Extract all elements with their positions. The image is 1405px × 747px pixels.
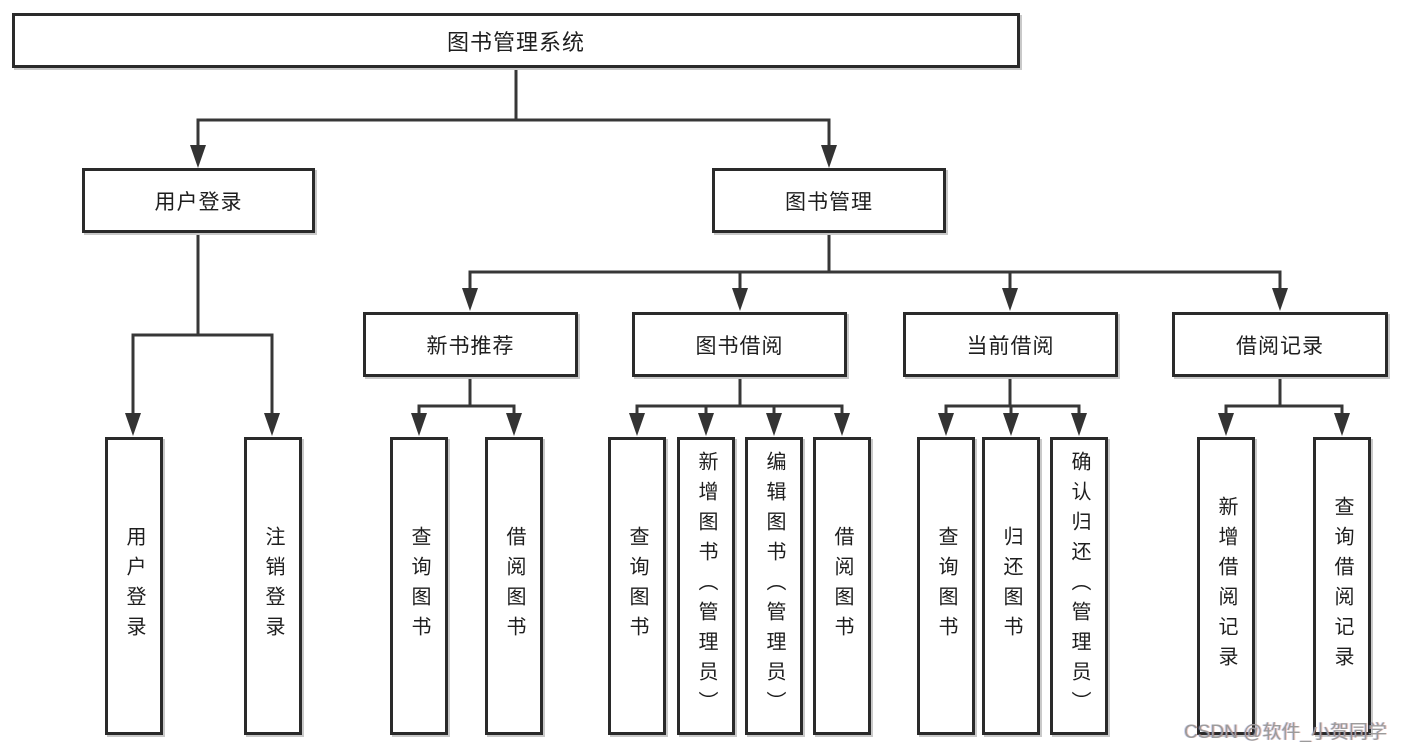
node-label: 归还图书: [1000, 526, 1022, 646]
arrow-down-icon: [698, 413, 714, 436]
arrow-down-icon: [506, 413, 522, 436]
node-label: 借阅图书: [831, 526, 853, 646]
node-library-management-system: 图书管理系统: [12, 13, 1020, 68]
node-label: 注销登录: [262, 526, 284, 646]
arrow-down-icon: [264, 413, 280, 436]
connector-userlogin-to-leaves: [131, 233, 274, 414]
arrow-down-icon: [462, 288, 478, 311]
node-label: 图书管理系统: [446, 29, 585, 55]
csdn-watermark: CSDN @软件_小贺同学: [1184, 722, 1387, 743]
arrow-down-icon: [732, 288, 748, 311]
leaf-user-login: 用户登录: [105, 437, 163, 735]
node-label: 用户登录: [154, 190, 243, 214]
node-label: 图书借阅: [695, 334, 784, 358]
arrow-down-icon: [1272, 288, 1288, 311]
arrow-down-icon: [834, 413, 850, 436]
connector-borrowing-to-leaves: [635, 377, 844, 414]
arrow-down-icon: [125, 413, 141, 436]
leaf-borrow-books-recommend: 借阅图书: [485, 437, 543, 735]
node-label: 新增图书（管理员）: [695, 451, 717, 721]
arrow-down-icon: [1218, 413, 1234, 436]
node-new-book-recommendation: 新书推荐: [363, 312, 578, 377]
node-label: 借阅图书: [503, 526, 525, 646]
leaf-query-books-borrowing: 查询图书: [608, 437, 666, 735]
arrow-down-icon: [629, 413, 645, 436]
node-user-login: 用户登录: [82, 168, 315, 233]
leaf-add-borrow-record: 新增借阅记录: [1197, 437, 1255, 735]
leaf-query-books-recommend: 查询图书: [390, 437, 448, 735]
node-book-management: 图书管理: [712, 168, 946, 233]
leaf-borrow-books: 借阅图书: [813, 437, 871, 735]
arrow-down-icon: [1003, 413, 1019, 436]
leaf-add-book-admin: 新增图书（管理员）: [677, 437, 735, 735]
leaf-query-books-current: 查询图书: [917, 437, 975, 735]
connector-current-to-leaves: [944, 377, 1081, 414]
leaf-return-book: 归还图书: [982, 437, 1040, 735]
arrow-down-icon: [411, 413, 427, 436]
leaf-logout: 注销登录: [244, 437, 302, 735]
node-label: 用户登录: [123, 526, 145, 646]
leaf-confirm-return-admin: 确认归还（管理员）: [1050, 437, 1108, 735]
node-label: 确认归还（管理员）: [1068, 451, 1090, 721]
arrow-down-icon: [1071, 413, 1087, 436]
node-label: 新书推荐: [426, 334, 515, 358]
connector-root-to-level2: [196, 68, 831, 150]
arrow-down-icon: [1002, 288, 1018, 311]
connector-newbook-to-leaves: [417, 377, 516, 414]
arrow-down-icon: [821, 145, 837, 168]
connector-bookmgmt-to-level3: [468, 233, 1282, 292]
connector-records-to-leaves: [1224, 377, 1344, 414]
node-label: 图书管理: [785, 190, 873, 214]
arrow-down-icon: [766, 413, 782, 436]
node-borrowing-records: 借阅记录: [1172, 312, 1388, 377]
node-label: 当前借阅: [966, 334, 1055, 358]
node-label: 借阅记录: [1236, 334, 1324, 358]
node-label: 新增借阅记录: [1215, 496, 1237, 676]
leaf-query-borrow-record: 查询借阅记录: [1313, 437, 1371, 735]
node-label: 查询借阅记录: [1331, 496, 1353, 676]
node-current-borrowing: 当前借阅: [903, 312, 1118, 377]
node-label: 查询图书: [408, 526, 430, 646]
node-label: 编辑图书（管理员）: [763, 451, 785, 721]
arrow-down-icon: [190, 145, 206, 168]
node-label: 查询图书: [626, 526, 648, 646]
arrow-down-icon: [1334, 413, 1350, 436]
leaf-edit-book-admin: 编辑图书（管理员）: [745, 437, 803, 735]
arrow-down-icon: [938, 413, 954, 436]
node-book-borrowing: 图书借阅: [632, 312, 847, 377]
node-label: 查询图书: [935, 526, 957, 646]
